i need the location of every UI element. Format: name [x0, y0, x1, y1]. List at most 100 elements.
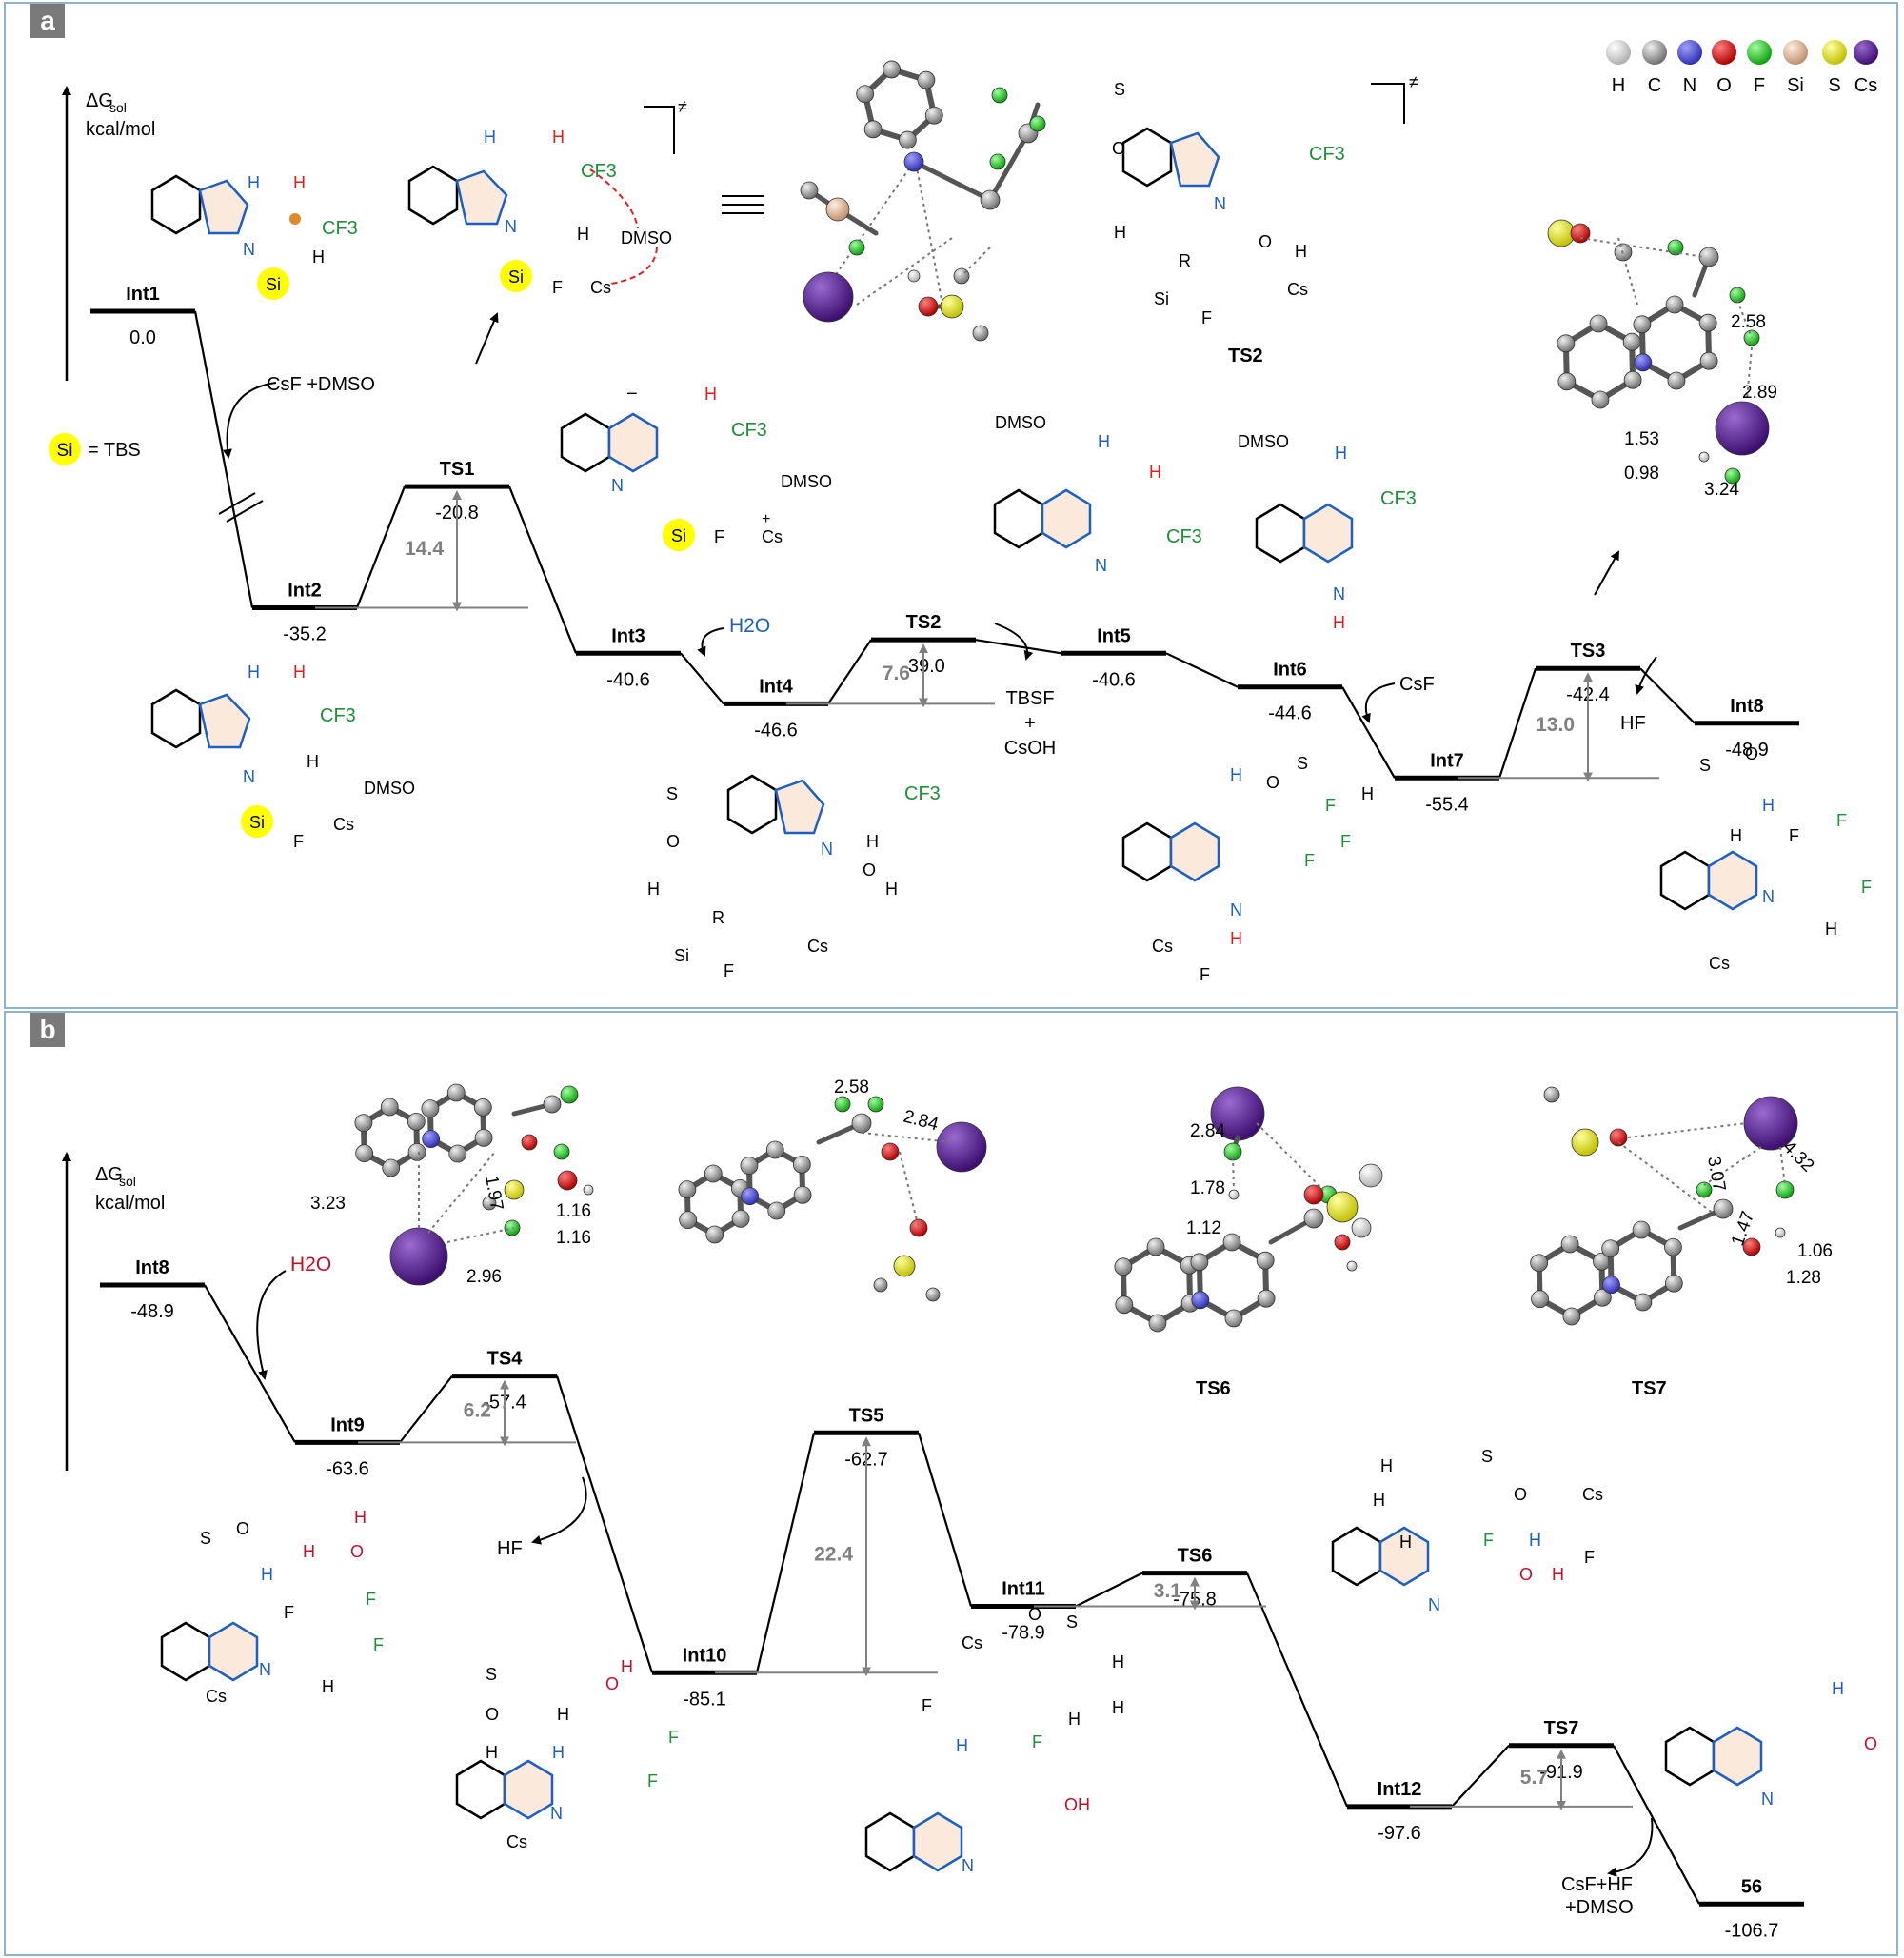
- connector: [1165, 652, 1239, 688]
- legend-swatch-h: [1606, 40, 1631, 65]
- connector: [755, 1432, 816, 1673]
- equivalence-symbol: [722, 195, 764, 214]
- int6-cf3: CF3: [1380, 488, 1417, 509]
- int11-h1: H: [1068, 1710, 1081, 1729]
- legend-swatch-si: [1783, 40, 1808, 65]
- state-name-int3: Int3: [611, 625, 645, 646]
- connector: [193, 310, 254, 608]
- legend-label-h: H: [1612, 75, 1625, 96]
- int11-f-green: F: [1032, 1732, 1042, 1751]
- connector: [1341, 686, 1396, 779]
- int8a-f2: F: [1861, 878, 1872, 897]
- connector: [1075, 1572, 1143, 1608]
- ts1-dagger-symbol: ≠: [678, 97, 687, 116]
- si-text: = TBS: [88, 440, 141, 461]
- ts4-d3: 1.16: [556, 1201, 591, 1221]
- reagent-hf-b: HF: [497, 1538, 523, 1559]
- int11-h-blue: H: [956, 1736, 968, 1755]
- energy-profile-b: Int8-48.9Int9-63.6TS4-57.4Int10-85.1TS5-…: [100, 1257, 1804, 1941]
- int4-cf3: CF3: [904, 783, 941, 804]
- int11-oh: OH: [1064, 1795, 1090, 1814]
- panel-label-a: a: [30, 4, 65, 38]
- int9-s: S: [200, 1529, 211, 1548]
- int11-o: O: [1028, 1605, 1041, 1624]
- ts1-3d-model: [800, 60, 1046, 342]
- int4-o: O: [666, 832, 680, 851]
- ts1-f: F: [552, 278, 563, 297]
- int7-s: S: [1297, 754, 1308, 773]
- state-name-int1: Int1: [126, 284, 160, 305]
- int12-o-red: O: [1519, 1565, 1533, 1584]
- int11-s: S: [1066, 1612, 1078, 1632]
- int4-o2: O: [863, 860, 876, 880]
- int1-h-red: H: [293, 173, 306, 192]
- int9-f1: F: [366, 1590, 376, 1609]
- int4-h1: H: [866, 832, 879, 851]
- structure-int3: − H CF3 N DMSO Si F + Cs: [560, 384, 832, 551]
- int4-f: F: [724, 961, 734, 980]
- ts7-3d-model: [1530, 1086, 1798, 1326]
- int5-cf3: CF3: [1166, 526, 1202, 547]
- int9-h-red2: H: [354, 1508, 367, 1527]
- ts7-d4: 1.06: [1797, 1241, 1833, 1261]
- ts3-d5: 3.24: [1704, 480, 1739, 500]
- int3-minus: −: [626, 384, 638, 405]
- int3-plus: +: [762, 511, 770, 527]
- int9-f2: F: [373, 1635, 384, 1654]
- int7-f3: F: [1304, 851, 1315, 870]
- state-energy-int12: -97.6: [1378, 1823, 1421, 1844]
- connector: [1451, 1744, 1510, 1808]
- axis-b-quantity: ΔG: [95, 1164, 123, 1185]
- int8a-f1: F: [1836, 811, 1847, 830]
- axis-a-quantity: ΔG: [86, 90, 113, 111]
- state-name-int8: Int8: [1730, 696, 1764, 717]
- int10-h: H: [486, 1743, 498, 1762]
- int7-h: H: [1361, 784, 1374, 803]
- ts3-d3: 1.53: [1624, 429, 1659, 449]
- int7-o: O: [1266, 773, 1279, 792]
- state-name-int6: Int6: [1273, 660, 1307, 681]
- reagent-hf-a: HF: [1620, 713, 1646, 734]
- barrier-value: 3.1: [1154, 1580, 1182, 1602]
- int3-h-red: H: [704, 385, 717, 404]
- int9-n: N: [259, 1660, 271, 1679]
- structure-int11: Cs O S F H F H H H OH N: [864, 1605, 1124, 1875]
- ts6-caption: TS6: [1196, 1378, 1231, 1399]
- ts2-f: F: [1201, 308, 1212, 327]
- int9-f: F: [284, 1603, 294, 1622]
- connector: [680, 652, 724, 705]
- int7-f2: F: [1340, 832, 1351, 851]
- int2-f: F: [293, 832, 304, 851]
- ts7-caption: TS7: [1632, 1378, 1667, 1399]
- ts3-d4: 0.98: [1624, 464, 1659, 484]
- ts1-h-blue: H: [484, 128, 496, 147]
- int2-h-blue: H: [248, 663, 260, 682]
- state-name-int2: Int2: [288, 581, 322, 602]
- int12-s: S: [1481, 1447, 1493, 1466]
- ts1-n: N: [505, 217, 517, 236]
- connector: [507, 485, 578, 654]
- int5-dmso: DMSO: [995, 413, 1046, 432]
- int3-cs: Cs: [762, 527, 783, 546]
- ts6-d1: 2.84: [1190, 1121, 1225, 1141]
- int4-r: R: [712, 908, 724, 927]
- int4-h-left: H: [647, 880, 660, 899]
- int5-n: N: [1095, 556, 1107, 575]
- int3-dmso: DMSO: [781, 472, 832, 491]
- axis-b-subscript: sol: [119, 1174, 136, 1189]
- ts3-distances: 2.58 2.89 1.53 0.98 3.24: [1624, 312, 1777, 500]
- int4-cs: Cs: [807, 937, 828, 956]
- state-energy-int5: -40.6: [1092, 669, 1136, 690]
- int8a-o: O: [1745, 744, 1758, 763]
- int4-si: Si: [674, 946, 689, 965]
- int3-n: N: [611, 476, 624, 495]
- connector: [204, 1284, 296, 1443]
- state-name-int11: Int11: [1002, 1579, 1045, 1600]
- legend-swatch-n: [1677, 40, 1702, 65]
- barrier-value: 5.7: [1520, 1767, 1548, 1789]
- int12-h3: H: [1399, 1533, 1412, 1552]
- ts6-d2: 1.78: [1190, 1178, 1225, 1198]
- int10-h2: H: [557, 1705, 569, 1724]
- barrier-value: 22.4: [814, 1543, 853, 1565]
